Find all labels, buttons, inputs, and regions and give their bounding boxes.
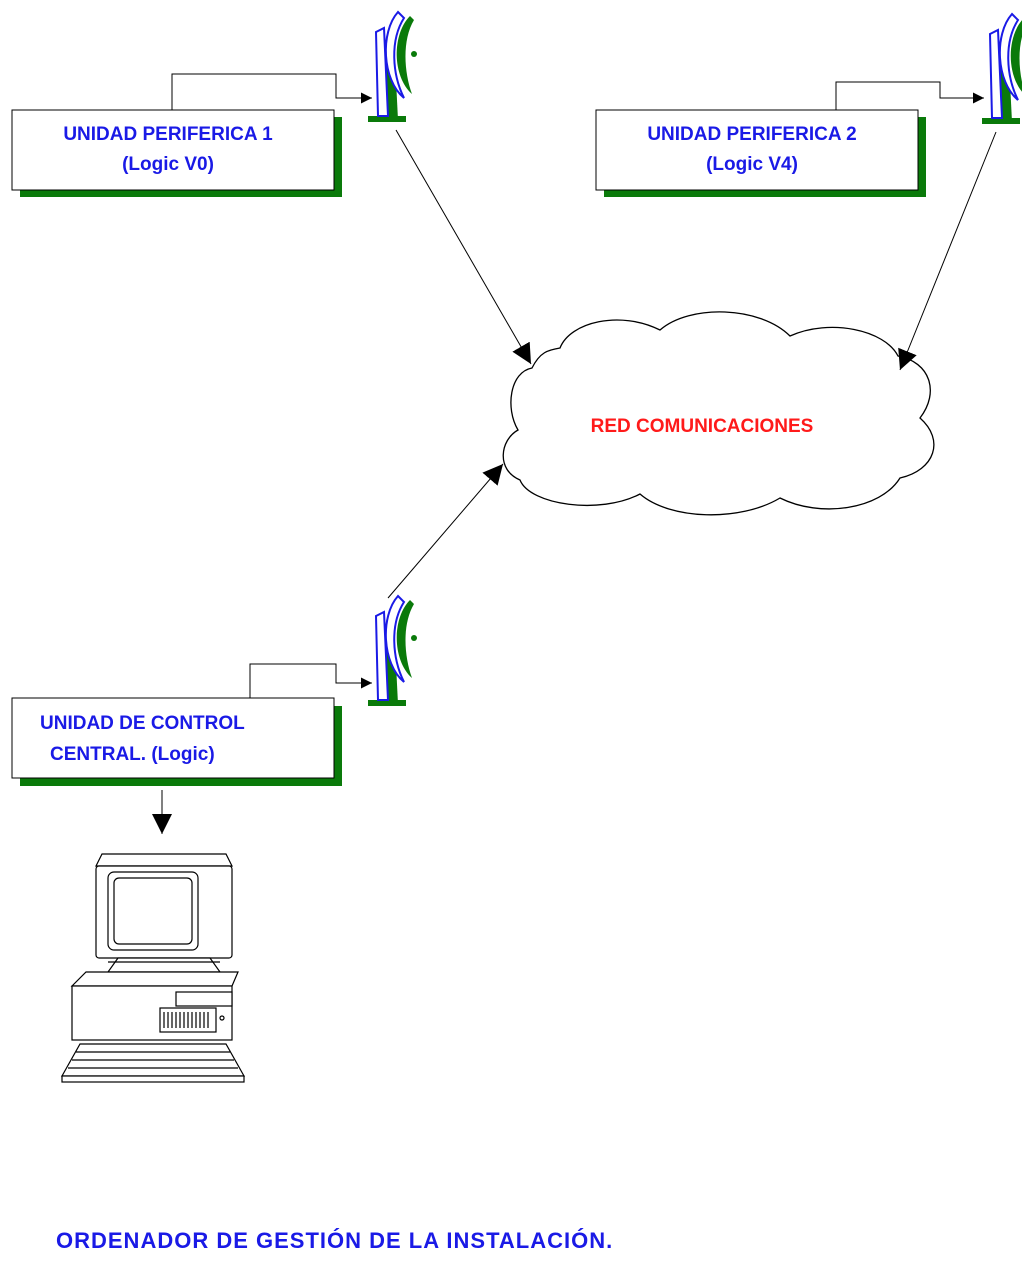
peripheral-unit-2-model: (Logic V4) (706, 154, 798, 175)
antenna-icon (368, 595, 418, 707)
connector-peripheral-1-antenna (171, 73, 372, 110)
central-unit-name: UNIDAD DE CONTROL (40, 713, 245, 734)
peripheral-unit-1-name: UNIDAD PERIFERICA 1 (63, 124, 273, 145)
computer-icon (60, 853, 246, 1083)
peripheral-unit-1-model: (Logic V0) (122, 154, 214, 175)
network-label: RED COMUNICACIONES (591, 416, 814, 437)
connector-peripheral-2-antenna (835, 81, 984, 110)
central-control-unit: UNIDAD DE CONTROL CENTRAL. (Logic) (11, 697, 342, 786)
link-peripheral-1-network (395, 129, 532, 365)
antenna-icon (368, 11, 418, 123)
peripheral-unit-2-name: UNIDAD PERIFERICA 2 (647, 124, 856, 145)
peripheral-unit-2: UNIDAD PERIFERICA 2 (Logic V4) (595, 109, 926, 197)
cloud-icon (502, 311, 935, 516)
central-unit-model: CENTRAL. (Logic) (50, 744, 215, 765)
computer-caption: ORDENADOR DE GESTIÓN DE LA INSTALACIÓN. (56, 1228, 614, 1253)
connector-central-antenna (249, 663, 372, 698)
peripheral-unit-1: UNIDAD PERIFERICA 1 (Logic V0) (11, 109, 342, 197)
antenna-icon (982, 13, 1022, 125)
link-peripheral-2-network (898, 131, 997, 371)
link-central-network (387, 463, 504, 599)
